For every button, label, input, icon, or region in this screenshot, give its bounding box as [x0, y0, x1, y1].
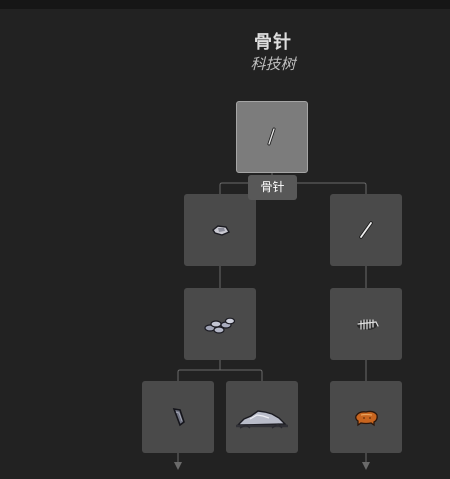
expand-down-arrow-icon [174, 462, 182, 470]
tech-node-bone-shard[interactable] [330, 194, 402, 266]
tech-node-stone-tool[interactable] [142, 381, 214, 453]
tech-node-rock-formation[interactable] [226, 381, 298, 453]
bone-needle-icon [267, 127, 276, 146]
expand-down-arrow-icon [362, 462, 370, 470]
tech-node-flint-flake[interactable] [184, 194, 256, 266]
top-bar [0, 0, 450, 9]
tech-node-animal-hide[interactable] [330, 381, 402, 453]
flint-flake-icon [212, 225, 231, 236]
connector-line [177, 369, 263, 381]
tech-node-skeleton-remains[interactable] [330, 288, 402, 360]
tech-node-stone-pile[interactable] [184, 288, 256, 360]
stone-tool-icon [172, 407, 185, 427]
stone-pile-icon [204, 317, 236, 334]
page-subtitle: 科技树 [250, 55, 296, 73]
rock-formation-icon [236, 410, 288, 429]
tooltip: 骨针 [248, 175, 297, 200]
skeleton-remains-icon [357, 319, 379, 330]
page-title: 骨针 [254, 32, 292, 53]
bone-shard-icon [359, 221, 373, 239]
tech-node-root[interactable] [236, 101, 308, 173]
animal-hide-icon [355, 410, 378, 427]
